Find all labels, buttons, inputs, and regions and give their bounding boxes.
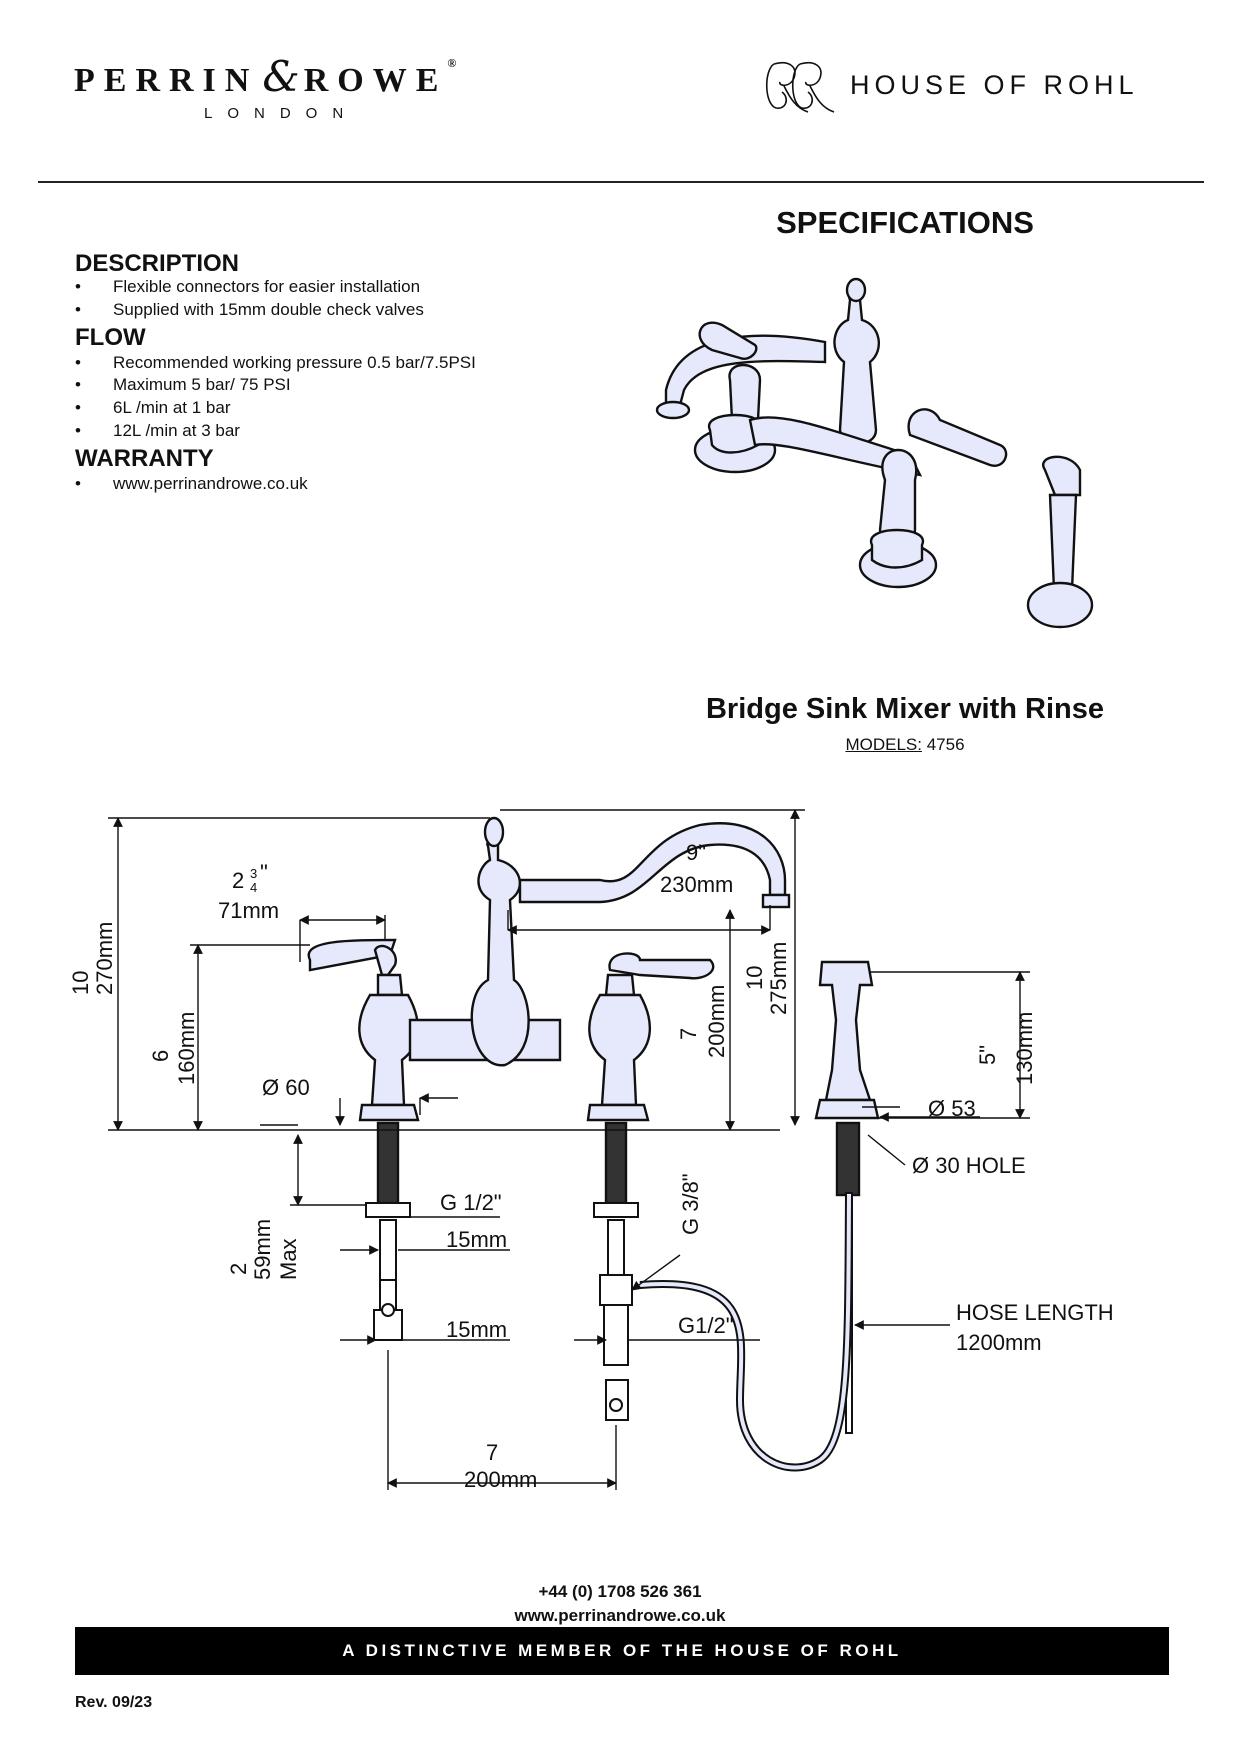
perrin-rowe-logo: PERRIN&ROWE® LONDON <box>74 52 514 122</box>
product-illustration <box>655 277 1094 629</box>
dim-200mm-b: 200mm <box>464 1467 537 1492</box>
rohl-monogram-icon <box>765 62 835 113</box>
description-item: •Supplied with 15mm double check valves <box>75 300 424 319</box>
technical-drawing: 2 3 4 " 71mm 10 270mm 6 160mm Ø 60 9" 23… <box>68 809 1114 1492</box>
dim-15mm-b: 15mm <box>446 1317 507 1342</box>
dim-g1-2-b: G1/2" <box>678 1313 734 1338</box>
dim-dia-30-hole: Ø 30 HOLE <box>912 1153 1026 1178</box>
models-line: MODELS: 4756 <box>845 735 965 754</box>
dim-6-1-4-in: 6 <box>148 1050 173 1062</box>
flow-heading: FLOW <box>75 324 146 351</box>
dim-59mm: 59mm <box>250 1219 275 1280</box>
description-heading: DESCRIPTION <box>75 250 240 277</box>
dim-9-in: 9" <box>686 840 706 865</box>
dim-hose-length: 1200mm <box>956 1330 1042 1355</box>
flow-item: •6L /min at 1 bar <box>75 398 231 417</box>
dim-g-3-8: G 3/8" <box>678 1173 703 1235</box>
description-item: •Flexible connectors for easier installa… <box>75 277 421 296</box>
dim-200mm: 200mm <box>704 985 729 1058</box>
page-title: SPECIFICATIONS <box>776 205 1034 240</box>
header-divider <box>38 181 1204 183</box>
flow-item: •Recommended working pressure 0.5 bar/7.… <box>75 353 476 372</box>
dim-10-3-4-in: 10 <box>68 971 93 995</box>
dim-160mm: 160mm <box>174 1012 199 1085</box>
dim-g-1-2: G 1/2" <box>440 1190 502 1215</box>
dim-frac: 4 <box>250 880 257 895</box>
revision-label: Rev. 09/23 <box>75 1694 153 1711</box>
warranty-heading: WARRANTY <box>75 445 214 472</box>
flow-item: •12L /min at 3 bar <box>75 421 240 440</box>
dim-15mm-a: 15mm <box>446 1227 507 1252</box>
house-of-rohl-wordmark: HOUSE OF ROHL <box>850 70 1139 100</box>
footer-website: www.perrinandrowe.co.uk <box>514 1606 726 1625</box>
house-of-rohl-logo: HOUSE OF ROHL <box>760 52 1180 122</box>
dim-10-3-4-in-b: 10 <box>742 966 767 990</box>
dim-71mm: 71mm <box>218 898 279 923</box>
flow-item: •Maximum 5 bar/ 75 PSI <box>75 375 291 394</box>
dim-frac: 3 <box>250 866 257 881</box>
footer-phone: +44 (0) 1708 526 361 <box>538 1582 702 1601</box>
dim-inch: " <box>260 860 268 885</box>
dim-5-in: 5" <box>975 1045 1000 1065</box>
dim-2-3-4-in: 2 <box>232 868 244 893</box>
dim-2-1-4-in: 2 <box>226 1263 251 1275</box>
dim-130mm: 130mm <box>1012 1012 1037 1085</box>
dim-230mm: 230mm <box>660 872 733 897</box>
dim-dia-53: Ø 53 <box>928 1096 976 1121</box>
warranty-item: •www.perrinandrowe.co.uk <box>75 474 308 493</box>
dim-7-3-4-in: 7 <box>676 1028 701 1040</box>
dim-max: Max <box>276 1238 301 1280</box>
dim-270mm: 270mm <box>92 922 117 995</box>
dim-dia-60: Ø 60 <box>262 1075 310 1100</box>
dim-hose-length-label: HOSE LENGTH <box>956 1300 1114 1325</box>
product-title: Bridge Sink Mixer with Rinse <box>705 693 1105 725</box>
footer-band: A DISTINCTIVE MEMBER OF THE HOUSE OF ROH… <box>75 1627 1169 1675</box>
dim-275mm: 275mm <box>766 942 791 1015</box>
perrin-rowe-city: LONDON <box>204 105 359 122</box>
dim-7-3-4-in-b: 7 <box>486 1440 498 1465</box>
perrin-rowe-wordmark: PERRIN&ROWE® <box>74 52 457 101</box>
